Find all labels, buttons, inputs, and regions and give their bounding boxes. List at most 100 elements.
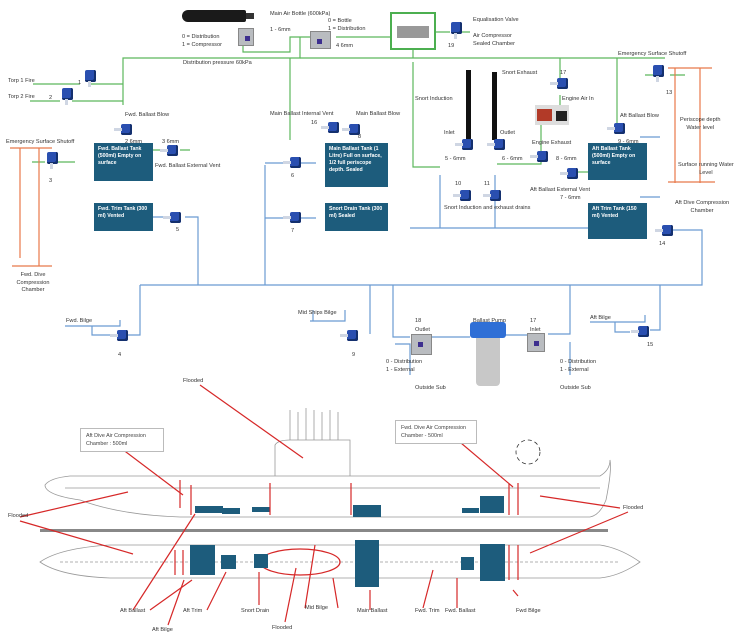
aft-ballast-external-vent-valve[interactable] (560, 166, 578, 182)
air-line-distribution (122, 37, 301, 105)
fwd-bilge-valve[interactable]: 4 (110, 328, 128, 358)
torp1-valve[interactable]: 1 (78, 70, 100, 87)
pipe-9-label: 9 - 6mm (618, 139, 639, 145)
fwd-dive-chamber (10, 147, 52, 267)
snort-exhaust-pipe (492, 72, 497, 140)
aft-ballast-blow-valve[interactable] (607, 121, 625, 137)
main-air-bottle-label: Main Air Bottle (600kPa) (270, 11, 331, 17)
arrow-aft-ballast (132, 513, 196, 611)
fwd-bilge-label: Fwd. Bilge (66, 318, 93, 324)
water-line-snort-drains (439, 175, 496, 228)
plan-tank-aft-ballast (190, 545, 215, 575)
aft-emergency-shutoff-valve[interactable]: 13 (650, 65, 672, 96)
engine-icon (535, 105, 569, 125)
air-line-engine (497, 58, 561, 165)
pipe-3-label: 3 6mm (162, 139, 180, 145)
selector-valve-left[interactable] (238, 28, 254, 46)
air-compressor-line1: Sealed Chamber (473, 41, 515, 47)
pump-inlet-selector[interactable] (527, 333, 545, 352)
arrow-flooded-top (199, 384, 304, 459)
engine-exhaust-valve[interactable] (530, 149, 548, 165)
snort-outlet-valve[interactable] (487, 137, 505, 153)
periscope-depth-line1: Water level (686, 124, 715, 131)
arrow-flooded-left-side (19, 491, 129, 518)
selector-valve-right[interactable] (310, 31, 331, 49)
torp1-label: Torp 1 Fire (8, 78, 35, 84)
outside-sub-right: Outside Sub (560, 385, 591, 391)
air-lines (30, 30, 685, 173)
flood-arrows (19, 384, 629, 626)
mid-bilge-valve[interactable]: 9 (340, 328, 358, 358)
arrow-flooded-mid (284, 567, 297, 623)
main-ballast-blow-label: Main Ballast Blow (356, 111, 401, 117)
pump-inlet-num: 17 (530, 318, 537, 324)
snort-inlet-valve[interactable] (455, 137, 473, 153)
aft-callout-line0: Aft Dive Air Compression (86, 433, 146, 439)
arrow-flooded-right-side (539, 495, 621, 509)
arrow-fwd-trim (422, 569, 434, 609)
compressor-icon (397, 26, 429, 38)
hull-label-mid-bilge: Mid Bilge (305, 605, 329, 611)
fwd-dive-line1: Compression (16, 279, 50, 286)
pipe-4-label: 4 6mm (336, 43, 354, 49)
snort-drain-valve[interactable]: 7 (283, 210, 301, 234)
fwd-trim-valve[interactable]: 5 (163, 210, 181, 233)
engine-air-in-valve[interactable] (550, 76, 568, 92)
pump-inlet-label: Inlet (530, 327, 541, 333)
hull-label-aft-bilge: Aft Bilge (152, 627, 173, 633)
torp2-label: Torp 2 Fire (8, 94, 35, 100)
snort-induction-label: Snort Induction (415, 96, 453, 102)
snort-exhaust-drain-valve[interactable] (483, 188, 501, 204)
torp2-valve[interactable]: 2 (49, 88, 77, 105)
plan-tank-fwd-trim (461, 557, 474, 570)
fwd-emergency-shutoff-valve[interactable]: 3 (44, 152, 62, 184)
pipe-1-label: 1 - 6mm (270, 27, 291, 33)
main-ballast-sea-valve[interactable]: 6 (283, 155, 301, 179)
selector-right-line0: 0 = Bottle (328, 18, 352, 24)
pump-inlet-sel-line0: 0 - Distribution (560, 359, 597, 365)
fwd-ballast-external-vent-valve[interactable] (160, 143, 178, 159)
aft-bilge-bracket (590, 315, 646, 333)
engine-exhaust-label: Engine Exhaust (532, 140, 572, 146)
plan-tank-fwd-ballast (480, 544, 505, 581)
aft-bilge-valve[interactable]: 15 (631, 324, 653, 348)
equalisation-valve[interactable]: 19 (448, 22, 466, 49)
engine-air-in-label: Engine Air In (562, 96, 594, 102)
valve-11-num: 11 (484, 181, 490, 187)
main-ballast-internal-vent-valve[interactable]: 16 (311, 120, 339, 136)
aft-trim-valve[interactable]: 14 (655, 223, 673, 247)
aft-bilge-label: Aft Bilge (590, 315, 611, 321)
fwd-ballast-blow-label: Fwd. Ballast Blow (125, 112, 170, 118)
hull-label-fwd-bilge: Fwd Bilge (516, 608, 541, 614)
aft-callout-line1: Chamber : 500ml (86, 441, 128, 448)
fwd-dive-line0: Fwd. Dive (20, 272, 46, 278)
side-bulkhead-markers (179, 480, 519, 515)
scale-bar-right (430, 529, 608, 532)
aft-water-levels (640, 136, 660, 198)
pipe-8-label: 8 - 6mm (556, 156, 577, 162)
snort-outlet-label: Outlet (500, 130, 515, 136)
plan-bulkhead-markers (174, 545, 519, 580)
snort-exhaust-label: Snort Exhaust (502, 70, 538, 76)
pump-outlet-num: 18 (415, 318, 422, 324)
fwd-ballast-blow-valve[interactable] (114, 122, 132, 138)
main-ballast-blow-valve[interactable]: 8 (342, 122, 361, 140)
aft-ballast-external-vent-label: Aft Ballast External Vent (530, 187, 591, 193)
hull-label-snort-drain: Snort Drain (241, 608, 270, 614)
snort-induction-drain-valve[interactable] (453, 188, 471, 204)
pump-outlet-sel-line0: 0 - Distribution (386, 359, 423, 365)
pump-outlet-selector[interactable] (411, 334, 432, 355)
water-line-pump-outlet (392, 285, 470, 338)
aft-emergency-shutoff-label: Emergency Surface Shutoff (618, 51, 687, 57)
fwd-ballast-tank: Fwd. Ballast Tank (500ml) Empty on surfa… (94, 143, 153, 181)
side-tank-main (353, 505, 381, 517)
pump-outlet-sel-line1: 1 - External (386, 367, 415, 373)
valve-17-num: 17 (560, 70, 567, 76)
fwd-dive-line2: Chamber (21, 287, 45, 294)
arrow-aft-chamber (121, 448, 184, 496)
surface-running-line0: Surface running Water (678, 162, 734, 168)
surface-running-line1: Level (699, 169, 713, 176)
